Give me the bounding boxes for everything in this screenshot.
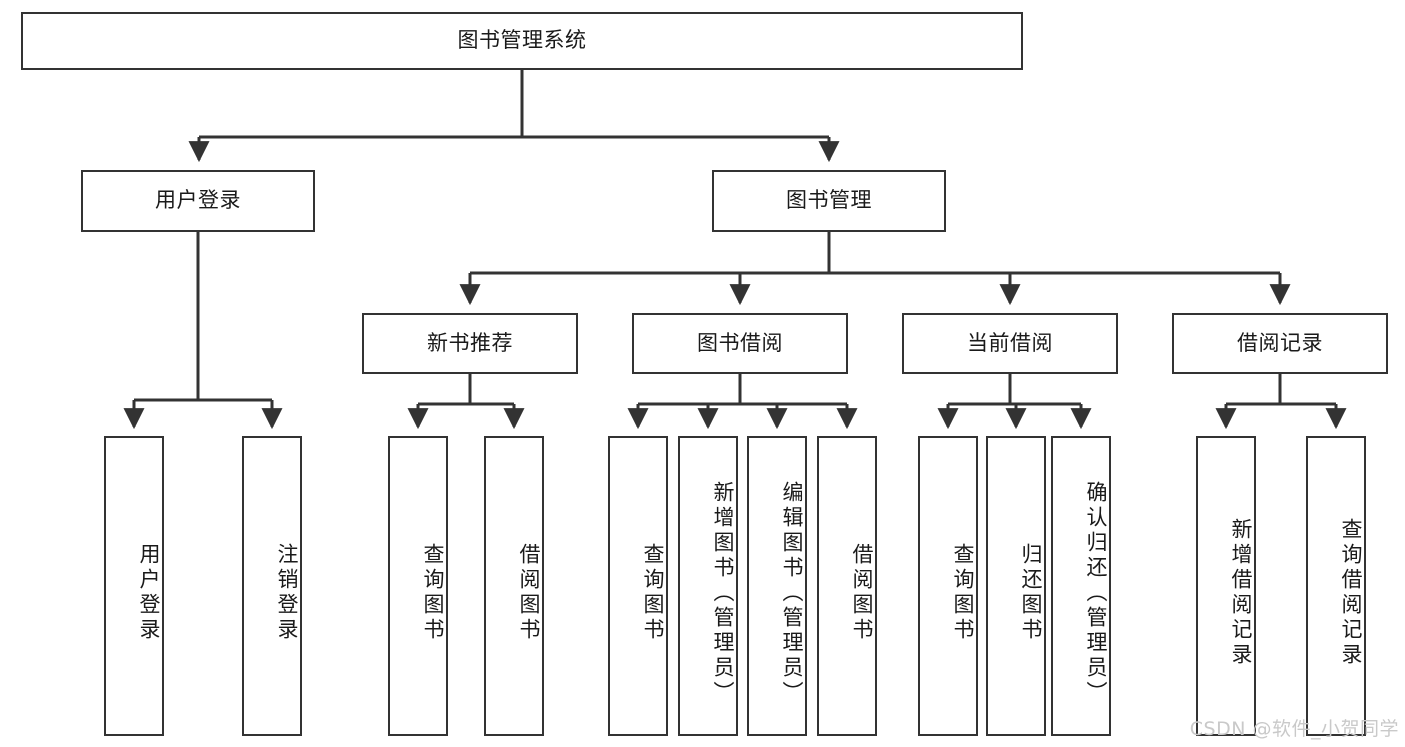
node-leaf-borrow-book-2[interactable]: 借阅图书 <box>817 436 877 736</box>
node-leaf-return-book-label: 归还图书 <box>1019 543 1043 643</box>
node-book-manage-label: 图书管理 <box>786 188 872 213</box>
node-leaf-add-book-label: 新增图书（管理员） <box>711 480 735 706</box>
node-new-book-recommend-label: 新书推荐 <box>427 330 513 355</box>
node-leaf-edit-book[interactable]: 编辑图书（管理员） <box>747 436 807 736</box>
node-leaf-add-record[interactable]: 新增借阅记录 <box>1196 436 1256 736</box>
node-leaf-confirm-return[interactable]: 确认归还（管理员） <box>1051 436 1111 736</box>
node-leaf-borrow-book-1[interactable]: 借阅图书 <box>484 436 544 736</box>
node-leaf-query-book-3-label: 查询图书 <box>951 543 975 643</box>
node-leaf-borrow-book-1-label: 借阅图书 <box>517 543 541 643</box>
node-leaf-query-book-3[interactable]: 查询图书 <box>918 436 978 736</box>
node-leaf-add-book[interactable]: 新增图书（管理员） <box>678 436 738 736</box>
node-book-borrow-label: 图书借阅 <box>697 330 783 355</box>
node-leaf-query-book-1-label: 查询图书 <box>421 543 445 643</box>
node-current-borrow-label: 当前借阅 <box>967 330 1053 355</box>
node-leaf-query-book-2[interactable]: 查询图书 <box>608 436 668 736</box>
node-leaf-user-login[interactable]: 用户登录 <box>104 436 164 736</box>
csdn-watermark: CSDN @软件_小贺同学 <box>1189 718 1399 740</box>
node-user-login-label: 用户登录 <box>155 188 241 213</box>
node-leaf-edit-book-label: 编辑图书（管理员） <box>780 480 804 706</box>
node-leaf-logout-label: 注销登录 <box>275 543 299 643</box>
node-leaf-confirm-return-label: 确认归还（管理员） <box>1084 480 1108 706</box>
node-book-borrow[interactable]: 图书借阅 <box>632 313 848 374</box>
node-book-manage[interactable]: 图书管理 <box>712 170 946 232</box>
node-borrow-record-label: 借阅记录 <box>1237 330 1323 355</box>
node-current-borrow[interactable]: 当前借阅 <box>902 313 1118 374</box>
node-leaf-return-book[interactable]: 归还图书 <box>986 436 1046 736</box>
node-leaf-borrow-book-2-label: 借阅图书 <box>850 543 874 643</box>
node-leaf-query-book-2-label: 查询图书 <box>641 543 665 643</box>
node-leaf-user-login-label: 用户登录 <box>137 543 161 643</box>
node-root-label: 图书管理系统 <box>457 28 587 53</box>
node-root-system[interactable]: 图书管理系统 <box>21 12 1023 70</box>
node-leaf-query-record[interactable]: 查询借阅记录 <box>1306 436 1366 736</box>
node-borrow-record[interactable]: 借阅记录 <box>1172 313 1388 374</box>
node-user-login[interactable]: 用户登录 <box>81 170 315 232</box>
node-leaf-logout[interactable]: 注销登录 <box>242 436 302 736</box>
node-leaf-query-book-1[interactable]: 查询图书 <box>388 436 448 736</box>
node-leaf-add-record-label: 新增借阅记录 <box>1229 518 1253 668</box>
node-new-book-recommend[interactable]: 新书推荐 <box>362 313 578 374</box>
node-leaf-query-record-label: 查询借阅记录 <box>1339 518 1363 668</box>
